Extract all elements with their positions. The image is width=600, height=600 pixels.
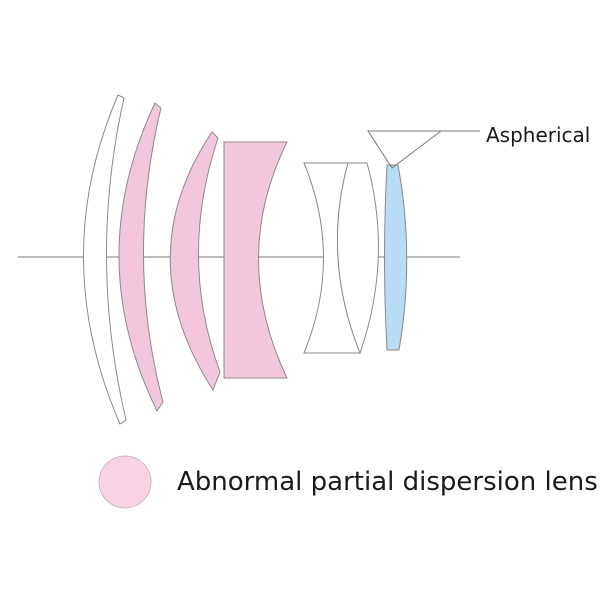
- lens-element-1: [83, 94, 127, 425]
- legend-label-abnormal-dispersion: Abnormal partial dispersion lens: [177, 467, 598, 497]
- lens-element-3: [169, 131, 221, 392]
- lens-element-4: [223, 141, 288, 379]
- lens-element-6: [336, 162, 379, 355]
- lens-element-2: [118, 102, 164, 413]
- lens-element-7-aspherical: [384, 164, 408, 351]
- legend-swatch-abnormal-dispersion: [98, 455, 152, 509]
- aspherical-label: Aspherical: [486, 123, 591, 147]
- aspherical-leader-line: [367, 130, 480, 169]
